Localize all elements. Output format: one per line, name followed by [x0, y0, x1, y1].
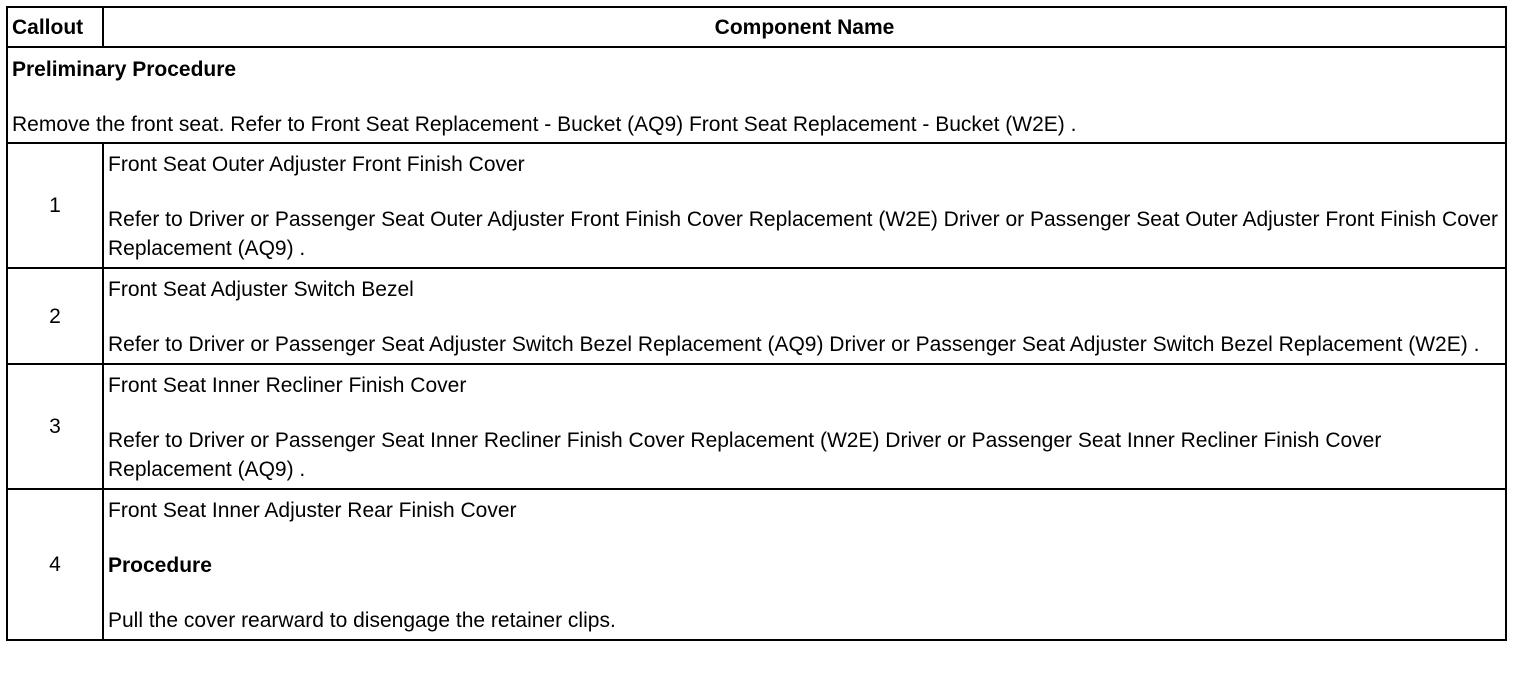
- component-name: Front Seat Adjuster Switch Bezel: [108, 278, 414, 301]
- component-cell: Front Seat Outer Adjuster Front Finish C…: [102, 142, 1507, 269]
- procedure-text: Pull the cover rearward to disengage the…: [108, 609, 616, 632]
- table-row: 1 Front Seat Outer Adjuster Front Finish…: [6, 142, 1507, 269]
- table-row: 3 Front Seat Inner Recliner Finish Cover…: [6, 363, 1507, 490]
- component-cell: Front Seat Inner Adjuster Rear Finish Co…: [102, 488, 1507, 641]
- table-row: 2 Front Seat Adjuster Switch Bezel Refer…: [6, 267, 1507, 365]
- callout-number: 4: [6, 488, 104, 641]
- callout-number: 2: [6, 267, 104, 365]
- preliminary-text: Remove the front seat. Refer to Front Se…: [12, 113, 1077, 136]
- component-cell: Front Seat Inner Recliner Finish Cover R…: [102, 363, 1507, 490]
- header-row: Callout Component Name: [6, 6, 1507, 48]
- component-table: Callout Component Name Preliminary Proce…: [6, 6, 1507, 641]
- procedure-title: Procedure: [108, 554, 212, 577]
- preliminary-title: Preliminary Procedure: [12, 58, 237, 81]
- callout-number: 3: [6, 363, 104, 490]
- preliminary-cell: Preliminary Procedure Remove the front s…: [6, 46, 1507, 144]
- component-reference: Refer to Driver or Passenger Seat Outer …: [108, 208, 1499, 260]
- component-reference: Refer to Driver or Passenger Seat Adjust…: [108, 333, 1480, 356]
- callout-header: Callout: [6, 6, 104, 48]
- table-row: 4 Front Seat Inner Adjuster Rear Finish …: [6, 488, 1507, 641]
- callout-number: 1: [6, 142, 104, 269]
- component-name: Front Seat Inner Adjuster Rear Finish Co…: [108, 499, 517, 522]
- component-name-header: Component Name: [102, 6, 1507, 48]
- preliminary-row: Preliminary Procedure Remove the front s…: [6, 46, 1507, 144]
- component-cell: Front Seat Adjuster Switch Bezel Refer t…: [102, 267, 1507, 365]
- component-name: Front Seat Inner Recliner Finish Cover: [108, 374, 467, 397]
- component-reference: Refer to Driver or Passenger Seat Inner …: [108, 429, 1382, 481]
- component-name: Front Seat Outer Adjuster Front Finish C…: [108, 153, 525, 176]
